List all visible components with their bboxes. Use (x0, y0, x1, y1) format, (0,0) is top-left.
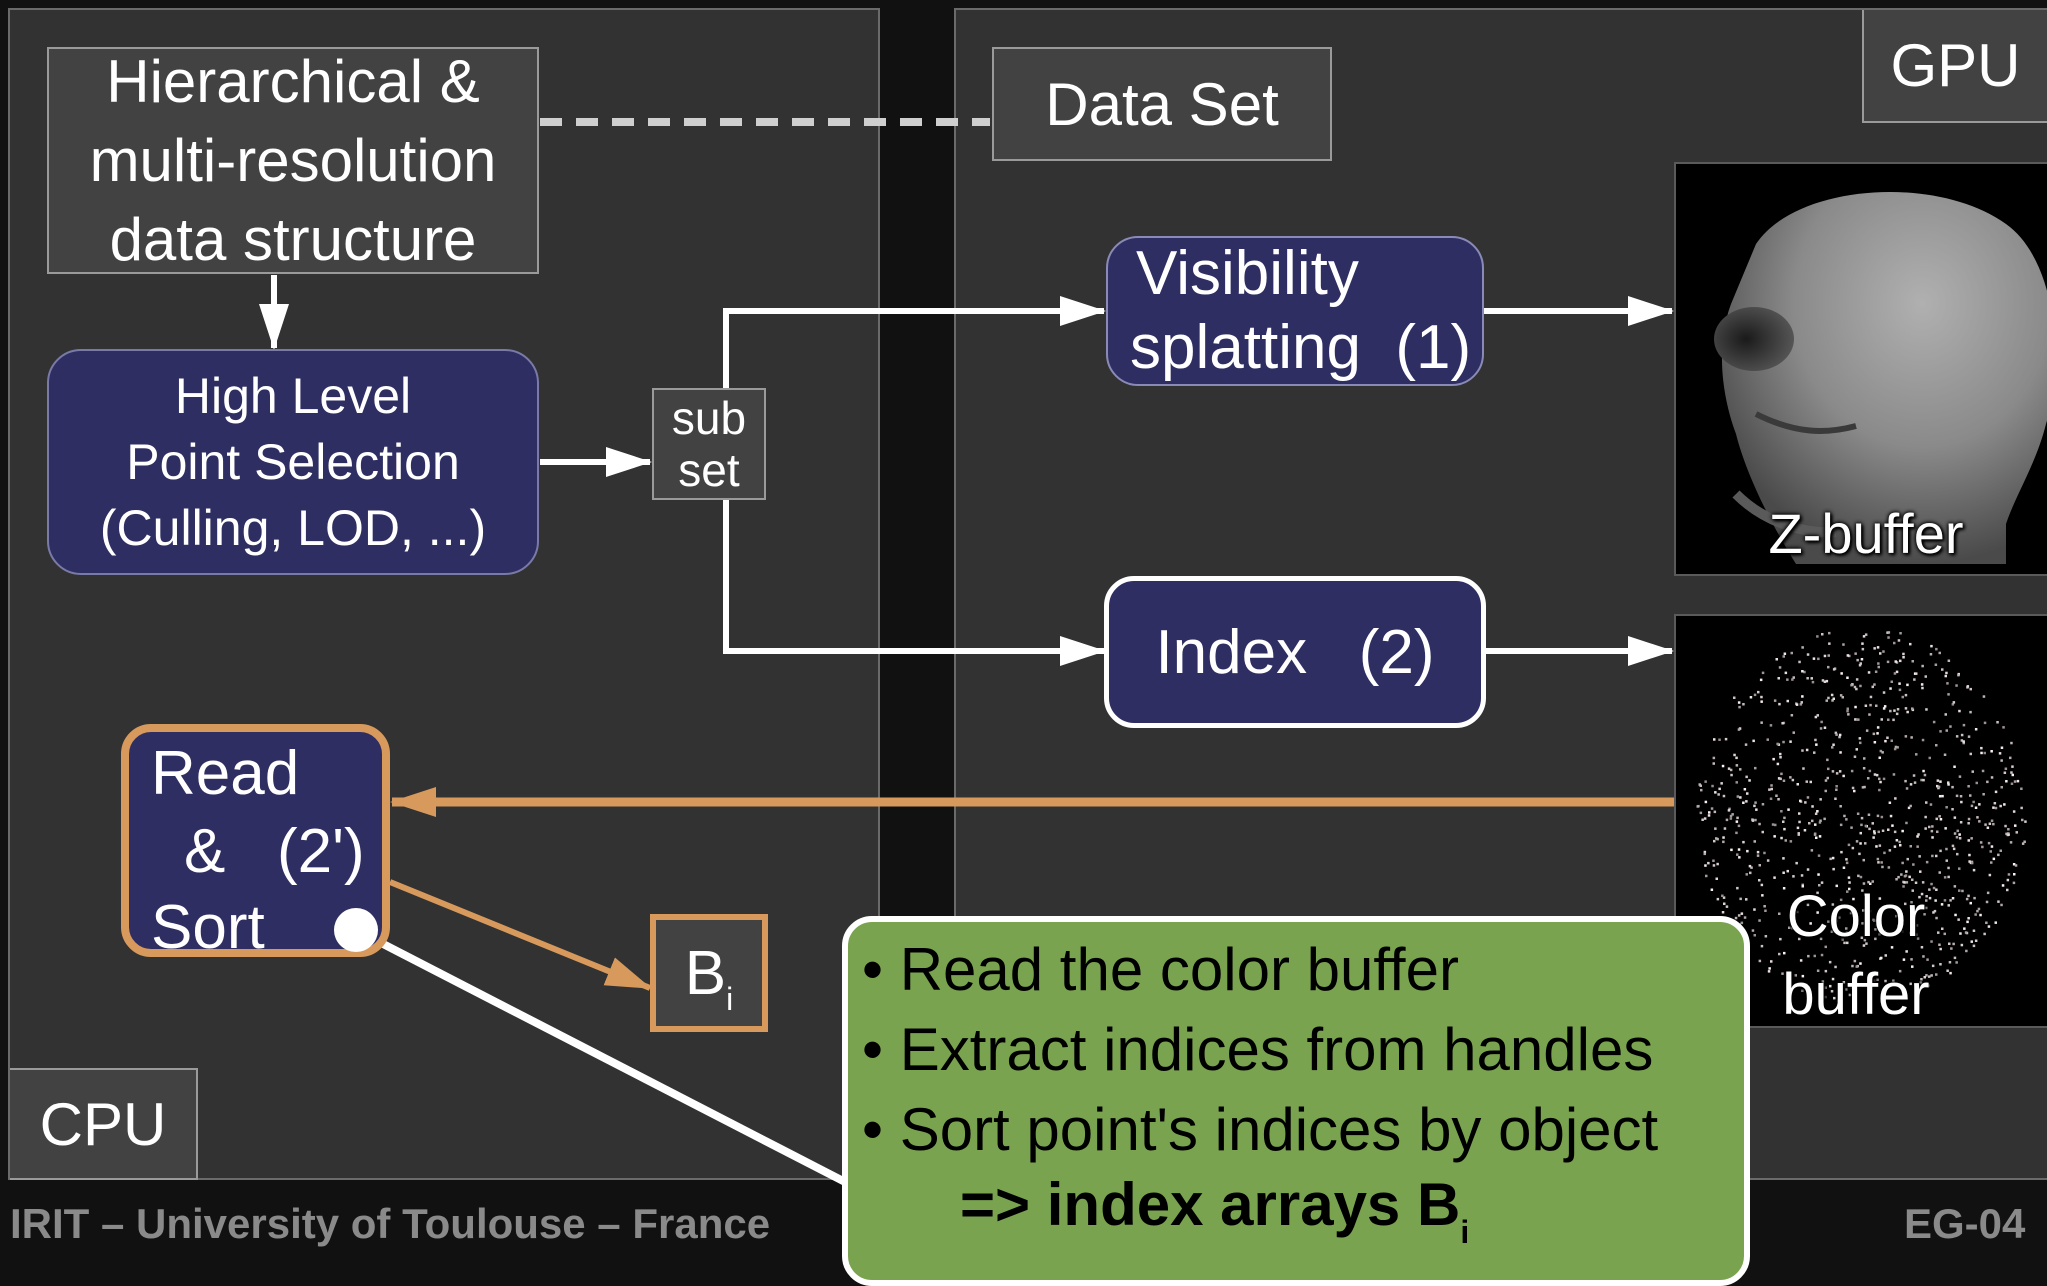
read-sort-handle (334, 908, 378, 952)
bullet-dot-icon: • (862, 1016, 900, 1083)
zbuffer-image: Z-buffer (1674, 162, 2047, 576)
callout-result-sub: i (1460, 1214, 1470, 1250)
callout-bullet-text: Read the color buffer (899, 936, 1459, 1003)
bullet-dot-icon: • (862, 1096, 900, 1163)
index-box: Index (2) (1104, 576, 1486, 728)
bi-sub: i (726, 980, 734, 1017)
point-selection-box: High Level Point Selection (Culling, LOD… (47, 349, 539, 575)
footer-affiliation: IRIT – University of Toulouse – France (10, 1200, 771, 1247)
read-sort-line-1: Read (151, 739, 300, 808)
arrow-subset-to-visibility (723, 296, 1106, 388)
callout-bullet: • Sort point's indices by object (862, 1090, 1744, 1170)
gpu-label: GPU (1862, 10, 2047, 123)
read-sort-line-3: Sort (151, 893, 265, 962)
callout-box: • Read the color buffer • Extract indice… (842, 916, 1750, 1286)
visibility-line-1: Visibility (1136, 239, 1359, 308)
hierarchical-structure-box: Hierarchical & multi-resolution data str… (47, 47, 539, 274)
speckle-point-cloud (1696, 631, 2027, 1003)
callout-pointer-line (354, 926, 882, 1204)
callout-bullet: • Read the color buffer (862, 930, 1744, 1010)
callout-result-text: => index arrays B (960, 1171, 1461, 1238)
callout-result: => index arrays Bi (960, 1170, 1469, 1250)
diagram-connectors (259, 118, 1674, 1204)
visibility-splatting-box: Visibility splatting (1) (1106, 236, 1484, 386)
zbuffer-label: Z-buffer (1768, 502, 1964, 565)
callout-bullet-list: • Read the color buffer • Extract indice… (848, 922, 1744, 1170)
callout-bullet-text: Sort point's indices by object (899, 1096, 1659, 1163)
callout-bullet: • Extract indices from handles (862, 1010, 1744, 1090)
callout-bullet-text: Extract indices from handles (899, 1016, 1654, 1083)
color-buffer-label: Color buffer (1782, 884, 1930, 1027)
arrow-subset-to-index (723, 500, 1106, 666)
cpu-label: CPU (10, 1068, 198, 1180)
bi-main: B (684, 938, 727, 1008)
data-set-box: Data Set (992, 47, 1332, 161)
read-sort-line-2: & (2') (184, 817, 365, 886)
head-depth-icon (1714, 192, 2047, 564)
subset-box: sub set (652, 388, 766, 500)
footer-conference: EG-04 (1904, 1200, 2026, 1247)
bullet-dot-icon: • (862, 936, 900, 1003)
read-sort-box: Read & (2') Sort (121, 724, 390, 962)
visibility-line-2: splatting (1) (1130, 313, 1472, 382)
slide: Hierarchical & multi-resolution data str… (8, 8, 2047, 1286)
arrow-readsort-to-bi (388, 879, 652, 991)
